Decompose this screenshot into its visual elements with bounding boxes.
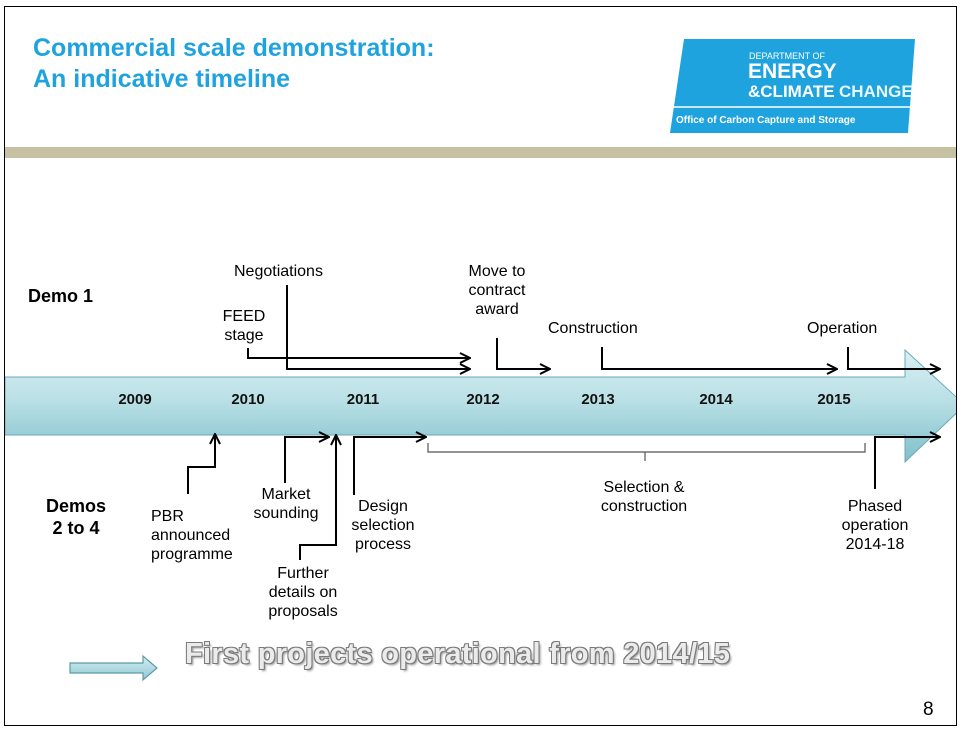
slide: Commercial scale demonstration: An indic… [4, 6, 957, 726]
title-line-1: Commercial scale demonstration: [33, 34, 435, 62]
demo1-row-label: Demo 1 [28, 286, 94, 306]
further-details-line-1: Further [277, 565, 329, 582]
selection-construction-label: Selection & construction [588, 478, 700, 516]
year-label: 2010 [231, 391, 265, 408]
further-details-line-3: proposals [268, 603, 338, 620]
selection-construction-bracket [427, 443, 866, 453]
timeline-graphics [5, 285, 956, 682]
contract-award-line-1: Move to [468, 263, 526, 280]
year-label: 2013 [581, 391, 615, 408]
further-details-label: Further details on proposals [265, 564, 341, 621]
negotiations-label: Negotiations [234, 263, 323, 280]
market-sounding-line-1: Market [261, 486, 311, 503]
selection-construction-line-1: Selection & [603, 479, 685, 496]
year-label: 2011 [346, 391, 380, 408]
contract-award-line-2: contract [468, 282, 526, 299]
negotiations-arrow [286, 285, 470, 369]
demos-row-label-line-1: Demos [45, 496, 107, 516]
feed-stage-label: FEED stage [219, 307, 269, 345]
year-label: 2009 [118, 391, 152, 408]
further-details-line-2: details on [268, 584, 338, 601]
demos-row-label: Demos 2 to 4 [41, 495, 111, 539]
feed-stage-arrow [247, 348, 470, 358]
feed-stage-line-1: FEED [222, 308, 266, 325]
pbr-label: PBR announced programme [151, 507, 233, 564]
footer-arrow-icon [69, 654, 158, 682]
pbr-line-2: announced [151, 527, 231, 544]
logo-energy-text: ENERGY [748, 60, 837, 83]
market-sounding-line-2: sounding [253, 505, 319, 522]
decc-logo: DEPARTMENT OF ENERGY &CLIMATE CHANGE Off… [670, 39, 915, 133]
design-selection-arrow [353, 437, 426, 495]
construction-label: Construction [548, 320, 638, 337]
logo-change-text: CHANGE [839, 82, 913, 101]
phased-operation-line-3: 2014-18 [845, 536, 905, 553]
operation-label: Operation [807, 320, 878, 337]
logo-office-text: Office of Carbon Capture and Storage [676, 115, 856, 126]
design-selection-line-3: process [354, 536, 412, 553]
phased-operation-line-1: Phased [847, 498, 903, 515]
contract-award-label: Move to contract award [462, 262, 532, 319]
pbr-arrow [187, 434, 215, 494]
contract-award-line-3: award [475, 301, 519, 318]
footer-statement: First projects operational from 2014/15 [185, 638, 731, 670]
market-sounding-label: Market sounding [248, 485, 324, 523]
logo-dept-text: DEPARTMENT OF [749, 51, 826, 61]
operation-arrow [847, 347, 940, 369]
year-label: 2015 [817, 391, 851, 408]
phased-operation-arrow [874, 437, 940, 489]
market-sounding-arrow [284, 437, 329, 483]
year-label: 2012 [466, 391, 500, 408]
phased-operation-line-2: operation [841, 517, 909, 534]
slide-title: Commercial scale demonstration: An indic… [33, 33, 435, 95]
contract-award-arrow [496, 338, 550, 369]
phased-operation-label: Phased operation 2014-18 [835, 497, 915, 554]
design-selection-line-2: selection [351, 517, 415, 534]
logo-climate-text: &CLIMATE [748, 82, 835, 101]
page-number: 8 [923, 699, 934, 720]
construction-arrow [601, 347, 837, 369]
selection-construction-line-2: construction [600, 498, 688, 515]
feed-stage-line-2: stage [224, 327, 264, 344]
demos-row-label-line-2: 2 to 4 [52, 518, 100, 538]
header-divider-band [5, 147, 956, 158]
year-label: 2014 [699, 391, 733, 408]
design-selection-label: Design selection process [347, 497, 419, 554]
pbr-line-3: programme [151, 546, 233, 563]
pbr-line-1: PBR [151, 508, 184, 525]
title-line-2: An indicative timeline [33, 65, 291, 93]
further-details-arrow [299, 435, 336, 560]
design-selection-line-1: Design [358, 498, 408, 515]
